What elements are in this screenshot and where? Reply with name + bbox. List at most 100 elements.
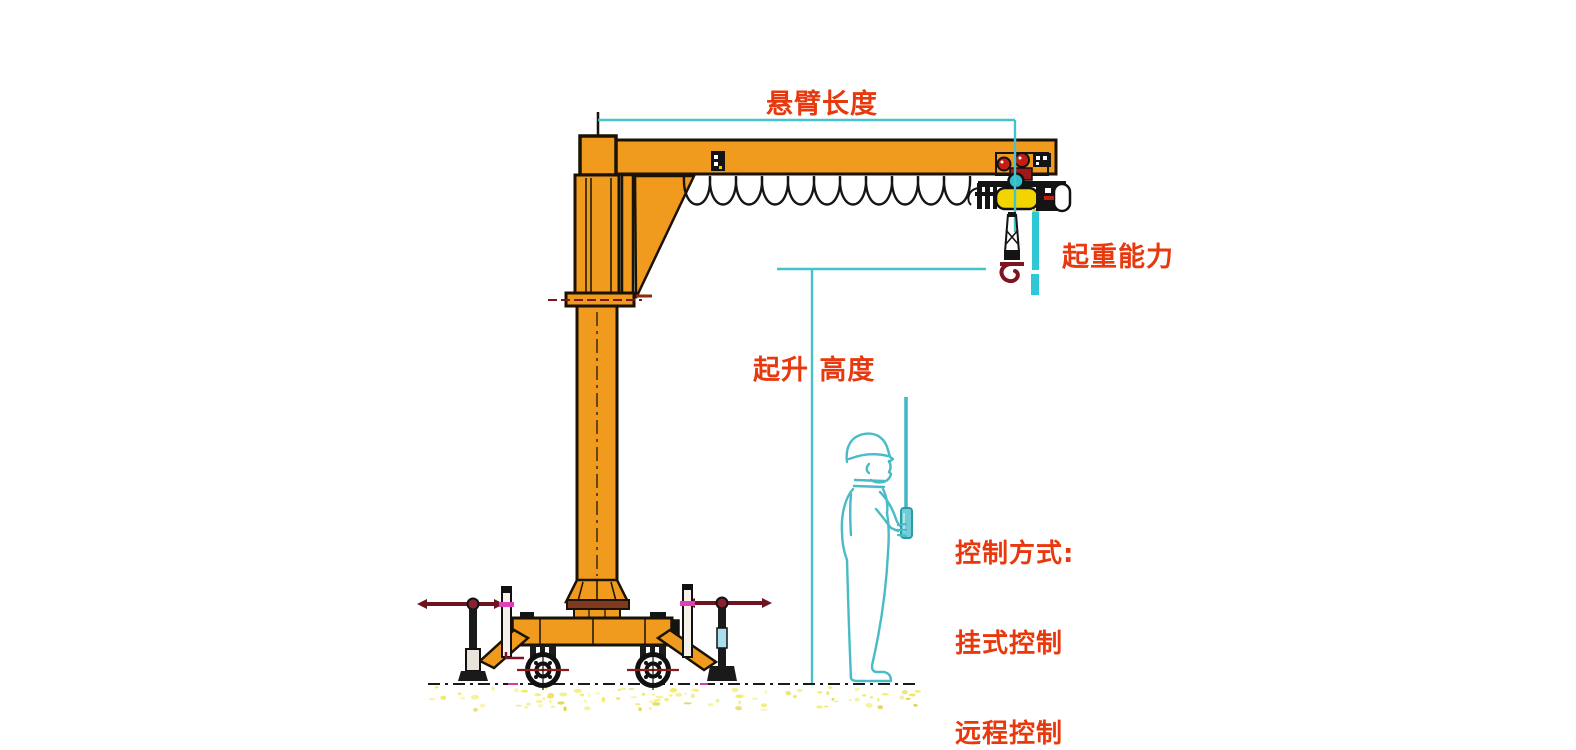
control-box-button [1036, 156, 1040, 160]
pendant-controller [895, 397, 913, 539]
festoon-clamp-dot [714, 162, 718, 166]
trolley-wheel [1014, 152, 1030, 168]
ground-speckle [831, 697, 835, 701]
hook-cable [1004, 213, 1009, 253]
ground-speckle [542, 697, 546, 700]
jib-length-label: 悬臂长度 [766, 89, 878, 120]
crane-structure [477, 112, 1058, 672]
ground-speckle [784, 690, 791, 694]
jib-arm [610, 138, 1058, 176]
flare-rib [610, 581, 617, 602]
ground-speckle [641, 692, 645, 696]
jack-knob [466, 597, 480, 611]
ground-speckle [816, 705, 823, 709]
control-method-option-remote: 远程控制 [955, 719, 1064, 749]
ground-speckle [905, 697, 911, 700]
wheel-spoke-dot [658, 661, 662, 665]
ground-speckle [583, 699, 587, 703]
base-clamp-band [566, 599, 630, 610]
operator-back-boot [849, 673, 868, 683]
hook-travel-mark-lower [1031, 274, 1039, 295]
ground-speckle [601, 700, 606, 703]
trolley-control-box [1033, 153, 1051, 167]
base-frame [510, 616, 674, 647]
ground-speckle [634, 703, 641, 705]
ground-speckle [877, 705, 884, 710]
operator-helmet [845, 432, 895, 464]
ground-speckle [877, 697, 880, 702]
ground-speckle [826, 691, 830, 696]
jack-left [417, 597, 504, 681]
ground-speckle [854, 697, 860, 702]
ground-speckle [833, 700, 839, 703]
operator-arm-inner [874, 507, 900, 533]
hook-top-nut [1008, 212, 1016, 217]
operator-figure [840, 432, 906, 683]
ground [428, 683, 921, 712]
ground-speckle [580, 693, 584, 697]
operator-ear [865, 462, 871, 475]
ground-speckles [428, 684, 921, 712]
ground-speckle [664, 697, 669, 702]
festoon-clamp-box [711, 151, 725, 171]
ground-speckle [548, 699, 552, 704]
ground-speckle [628, 688, 635, 690]
operator-collar [852, 478, 886, 489]
ground-speckle [792, 695, 798, 699]
hook-cable [1015, 213, 1020, 253]
rod-link [504, 652, 524, 660]
wheel-left [517, 645, 569, 690]
jack-foot-pad [458, 671, 488, 681]
ground-speckle [563, 706, 567, 712]
ground-speckle [901, 690, 908, 695]
hook-travel-mark-upper [1032, 212, 1039, 270]
trolley-wheel [996, 156, 1012, 172]
ground-speckle [909, 693, 916, 697]
outrigger-screw-jacks [417, 584, 772, 681]
travel-wheels [517, 645, 679, 690]
hoist-motor-plate [1045, 188, 1051, 193]
ground-speckle [848, 699, 852, 701]
jack-right [685, 596, 772, 681]
operator-vest-line [849, 492, 853, 537]
operator-back [840, 487, 855, 562]
ground-speckle [751, 697, 759, 700]
operator-hand [895, 522, 908, 538]
ground-speckle [694, 690, 700, 692]
ground-speckle [617, 688, 621, 692]
guide-rod-cap [682, 584, 693, 590]
ground-speckle [537, 704, 543, 708]
ground-speckle [550, 706, 556, 708]
ground-speckle [735, 694, 743, 699]
ground-speckle [615, 697, 621, 700]
operator-front-boot [866, 659, 893, 683]
hoist-motor-cap [1052, 182, 1072, 213]
wheel-spoke-dot [658, 675, 662, 679]
operator-leg-back [845, 558, 853, 680]
ground-speckle [707, 703, 714, 707]
jack-screw [718, 608, 726, 628]
ground-speckle [668, 694, 673, 697]
ground-speckle [690, 693, 696, 699]
jack-knob [715, 596, 729, 610]
control-box-button [1036, 162, 1039, 165]
ground-speckle [862, 694, 867, 697]
ground-speckle [526, 702, 531, 706]
ground-speckle [759, 708, 768, 711]
ground-speckle [731, 687, 739, 693]
jack-cylinder [465, 648, 481, 672]
operator-hip [885, 511, 890, 555]
ground-speckle [620, 687, 626, 691]
ground-speckle [573, 688, 582, 693]
ground-speckle [675, 692, 682, 697]
ground-speckle [869, 696, 874, 699]
ground-speckle [735, 706, 742, 711]
ground-speckle [440, 695, 447, 700]
slewing-side-strip [620, 173, 635, 295]
ground-speckle [601, 697, 606, 702]
hoist-drum [994, 186, 1040, 211]
jack-foot-pad [707, 666, 737, 681]
wheel-spoke-dot [644, 661, 648, 665]
ground-speckle [630, 696, 638, 699]
